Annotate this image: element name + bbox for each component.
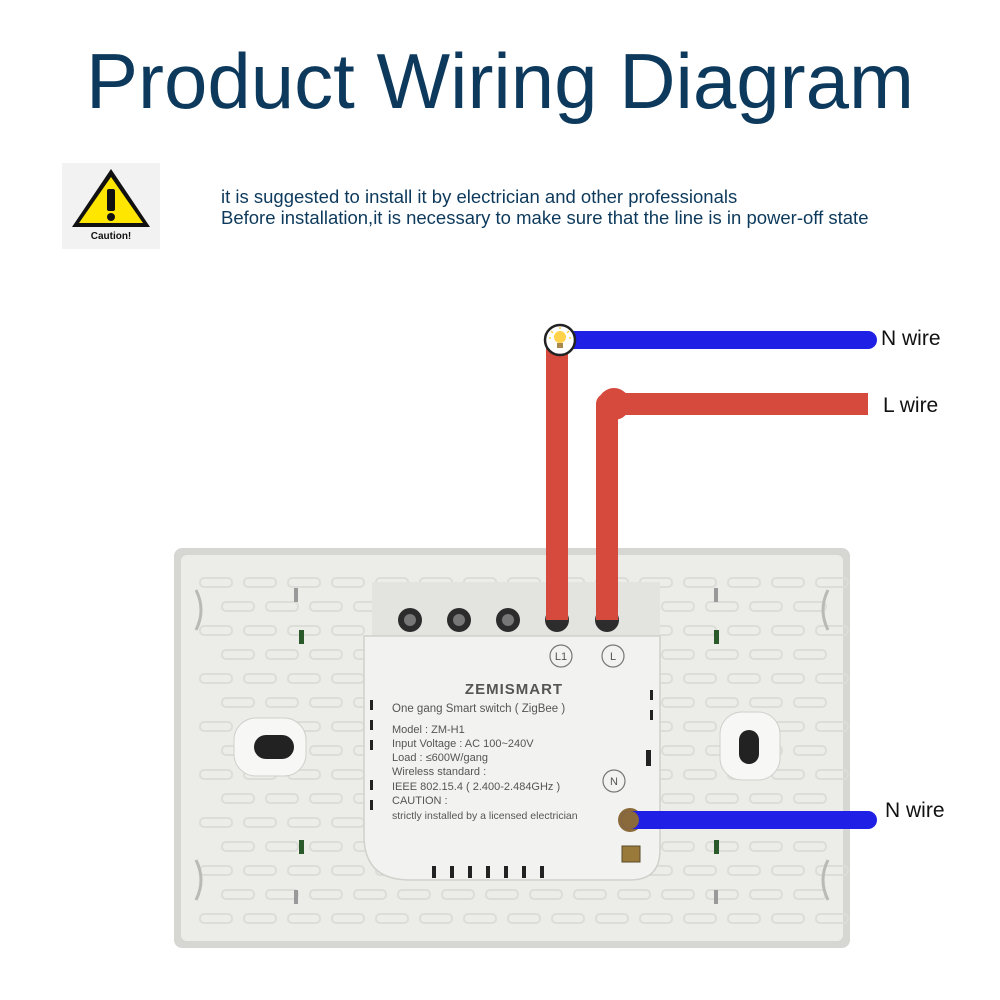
caution-note-1: it is suggested to install it by electri… <box>221 186 738 207</box>
module-info-line: Wireless standard : <box>392 766 486 778</box>
page-title: Product Wiring Diagram <box>86 37 914 125</box>
caution-notes: it is suggested to install it by electri… <box>221 186 981 228</box>
module-info-line: IEEE 802.15.4 ( 2.400-2.484GHz ) <box>392 781 560 793</box>
module-info-line: One gang Smart switch ( ZigBee ) <box>392 703 565 715</box>
n-wire-top-label: N wire <box>881 327 941 350</box>
wires <box>546 331 877 829</box>
l-wire-label: L wire <box>883 394 939 417</box>
warning-triangle-icon <box>72 169 150 227</box>
terminal-l1-label: L1 <box>555 651 567 663</box>
lamp-icon <box>543 323 577 357</box>
terminal-l-label: L <box>610 651 616 663</box>
module-info: One gang Smart switch ( ZigBee ) Model :… <box>392 703 578 822</box>
module-info-line: Load : ≤600W/gang <box>392 752 488 764</box>
smart-switch-module: L1 L N ZEMISMART One gang Smart switch (… <box>363 582 661 881</box>
caution-badge: Caution! <box>62 163 160 249</box>
module-info-line: Input Voltage : AC 100~240V <box>392 738 534 750</box>
caution-note-2: Before installation,it is necessary to m… <box>221 207 869 228</box>
brand-logo: ZEMISMART <box>465 681 563 698</box>
caution-label: Caution! <box>90 231 132 242</box>
module-info-line: strictly installed by a licensed electri… <box>392 810 578 822</box>
n-wire-bottom-label: N wire <box>885 799 945 822</box>
module-info-line: Model : ZM-H1 <box>392 724 465 736</box>
terminal-n-label: N <box>610 776 618 788</box>
module-info-line: CAUTION : <box>392 795 448 807</box>
